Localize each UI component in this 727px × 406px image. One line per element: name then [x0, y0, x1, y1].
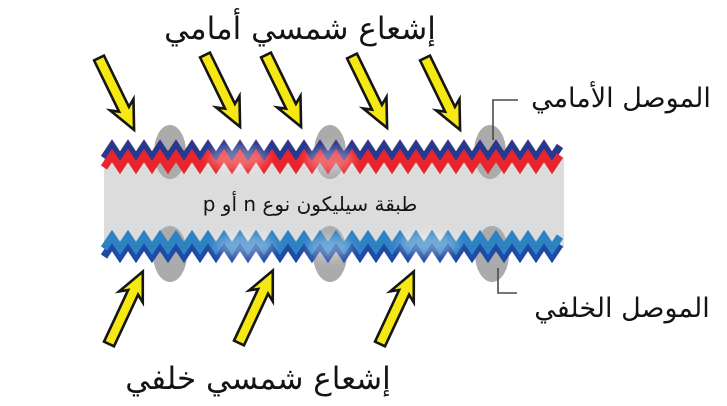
front-conductor-pointer-line	[492, 99, 518, 140]
front-radiation-title: إشعاع شمسي أمامي	[164, 8, 436, 47]
front-conductor-label: الموصل الأمامي	[531, 80, 711, 114]
back-radiation-title: إشعاع شمسي خلفي	[125, 361, 391, 397]
texture-highlights	[208, 146, 458, 260]
back-conductor-label: الموصل الخلفي	[534, 293, 710, 324]
silicon-layer-label: طبقة سيليكون نوع n أو p	[203, 191, 418, 216]
back-conductor-pointer-line	[497, 268, 517, 294]
